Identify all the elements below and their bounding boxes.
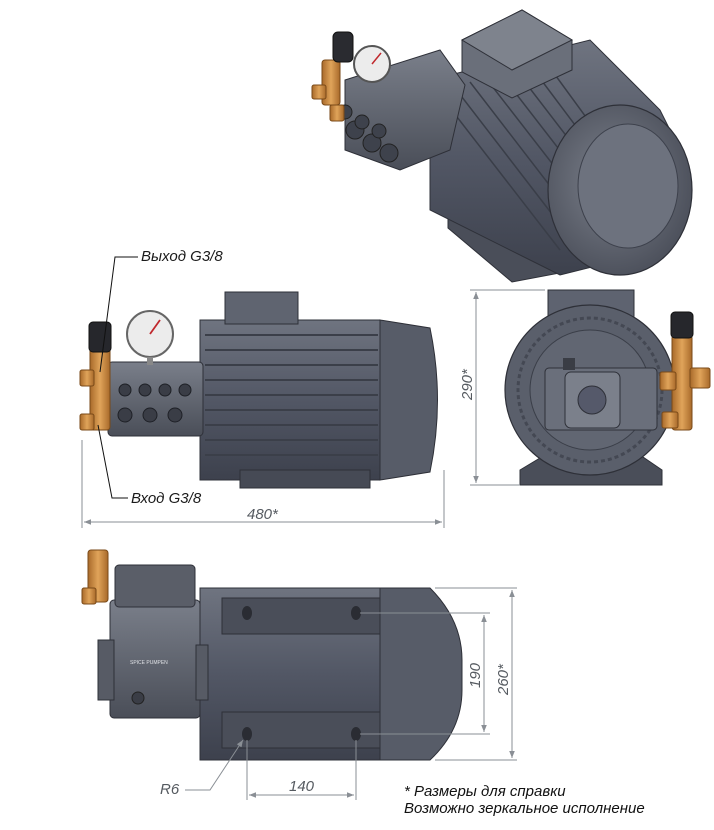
front-motor-feet: [239, 469, 371, 489]
side-view: 290*: [459, 289, 711, 486]
side-valve-knob: [670, 311, 694, 339]
top-view: SPICE PUMPEN 260* 190 140 R6: [81, 549, 517, 800]
radius-leader-line: [185, 739, 244, 791]
inlet-leader-line: [97, 424, 128, 499]
iso-valve-knob: [332, 31, 354, 63]
front-pump-housing: [107, 361, 204, 437]
outlet-label: Выход G3/8: [141, 248, 223, 265]
top-fan-cover: [379, 587, 463, 761]
mount-length-dimension: 140: [289, 778, 315, 795]
front-view: Выход G3/8 Вход G3/8 480*: [79, 248, 445, 528]
mount-hole-icon: [242, 606, 361, 741]
front-terminal-box: [224, 291, 299, 325]
pump-plate-text: SPICE PUMPEN: [130, 660, 168, 666]
mount-width-dimension: 190: [467, 662, 484, 688]
height-dimension: 290*: [459, 368, 476, 401]
width-dimension: 260*: [495, 663, 512, 696]
length-dimension: 480*: [247, 506, 279, 523]
top-pump-body: [109, 599, 201, 719]
front-valve-knob: [88, 321, 112, 353]
front-motor-body: [199, 319, 381, 481]
inlet-label: Вход G3/8: [131, 490, 202, 507]
front-motor-fins: [205, 334, 378, 456]
isometric-view: [311, 9, 693, 283]
reference-note: * Размеры для справки: [404, 783, 566, 800]
reference-notes: * Размеры для справки Возможно зеркально…: [404, 783, 645, 817]
mirror-note: Возможно зеркальное исполнение: [404, 800, 645, 817]
radius-dimension: R6: [160, 781, 180, 798]
front-fan-cover: [379, 319, 438, 481]
outlet-leader-line: [99, 256, 138, 373]
